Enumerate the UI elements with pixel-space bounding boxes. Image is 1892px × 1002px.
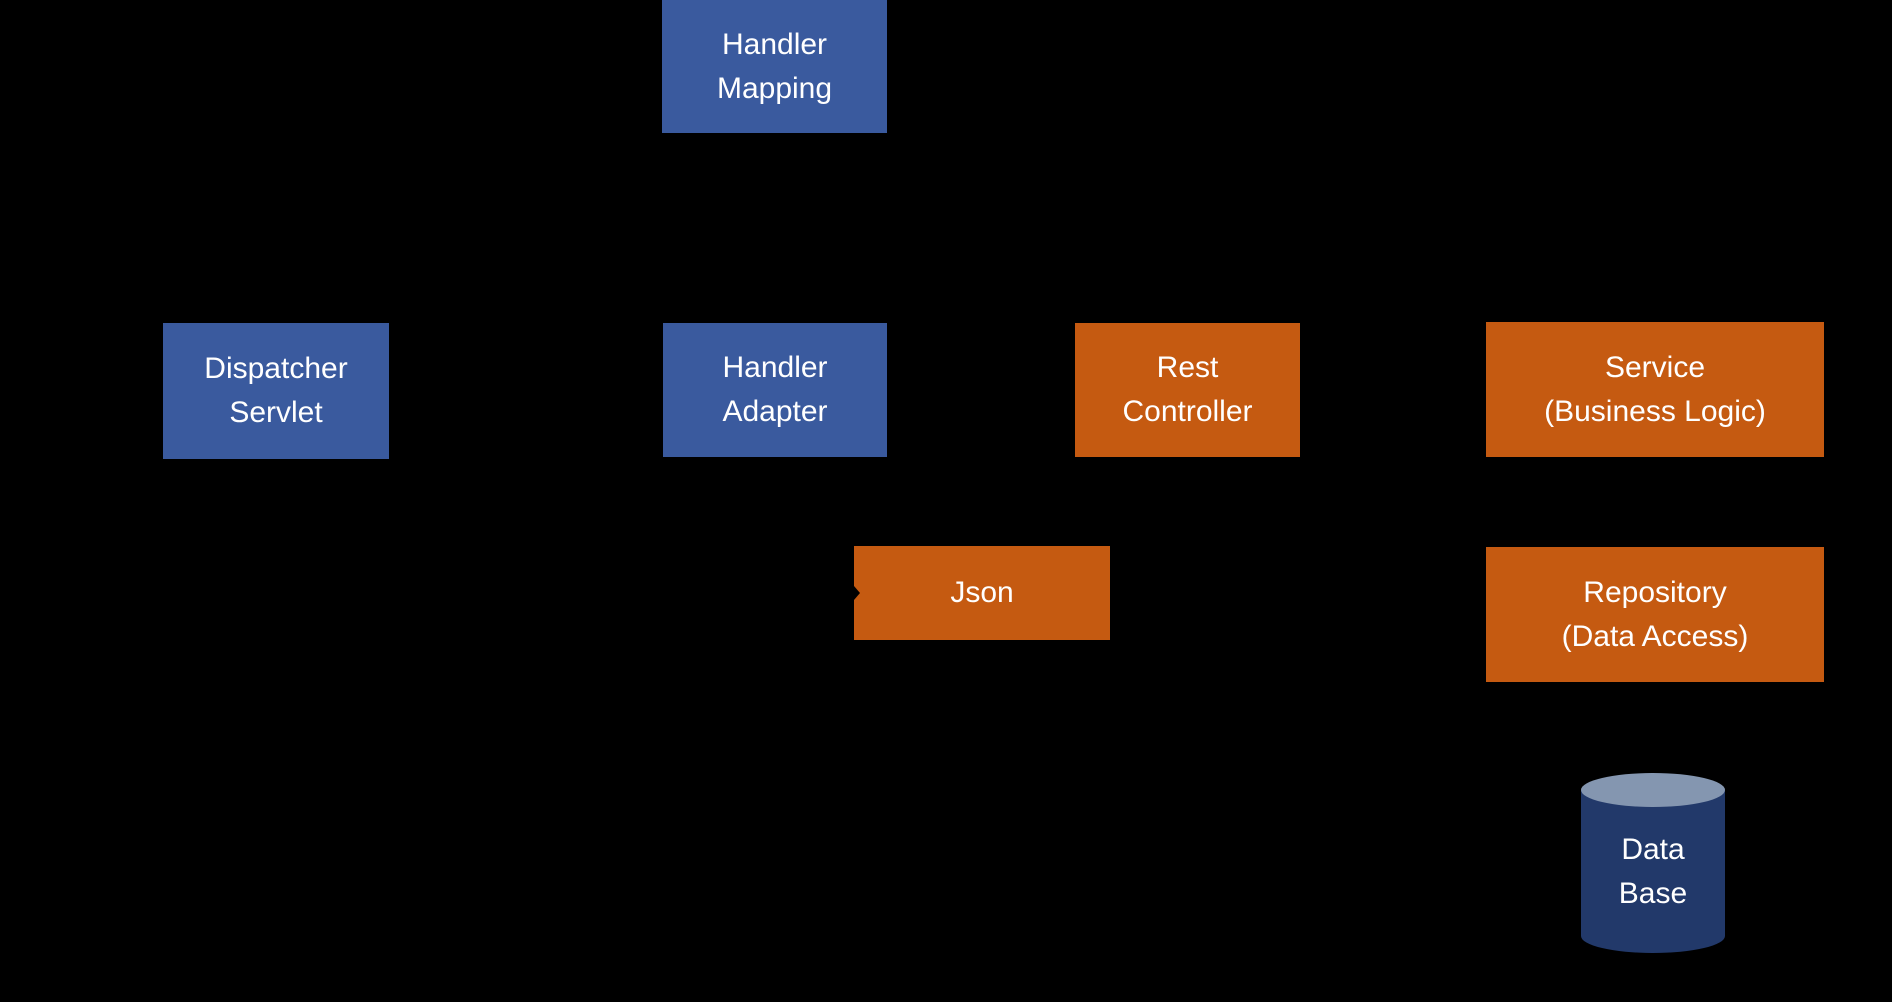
node-label-line: Service [1604, 350, 1706, 384]
cylinder-top-ellipse [1581, 773, 1725, 807]
node-repository-data-access: Repository (Data Access) [1486, 547, 1824, 682]
node-label-line: Handler [721, 27, 828, 61]
node-label-line: Handler [722, 351, 828, 384]
node-handler-adapter: Handler Adapter [663, 323, 887, 457]
node-label-line: Dispatcher [204, 352, 348, 385]
node-label-line: Servlet [229, 396, 323, 429]
node-handler-mapping: Handler Mapping [662, 0, 887, 133]
node-label-line: Repository [1583, 575, 1727, 609]
node-label-line: (Data Access) [1561, 619, 1749, 653]
node-label-line: Mapping [716, 71, 833, 105]
node-json: Json [854, 546, 1110, 640]
node-service-business-logic: Service (Business Logic) [1486, 322, 1824, 457]
node-label-line: Json [950, 576, 1014, 609]
cylinder-body [1581, 790, 1725, 953]
node-label-line: Base [1618, 876, 1688, 910]
database-label: Data Base [1581, 790, 1725, 953]
arrowhead-notch [854, 586, 860, 600]
node-label-line: Data [1621, 832, 1685, 866]
node-label-line: Rest [1156, 351, 1219, 384]
node-dispatcher-servlet: Dispatcher Servlet [163, 323, 389, 459]
node-label-line: Adapter [722, 395, 828, 428]
node-label-line: (Business Logic) [1544, 394, 1766, 428]
node-database-cylinder: Data Base [1581, 773, 1725, 953]
node-label-line: Controller [1122, 395, 1253, 428]
node-rest-controller: Rest Controller [1075, 323, 1300, 457]
